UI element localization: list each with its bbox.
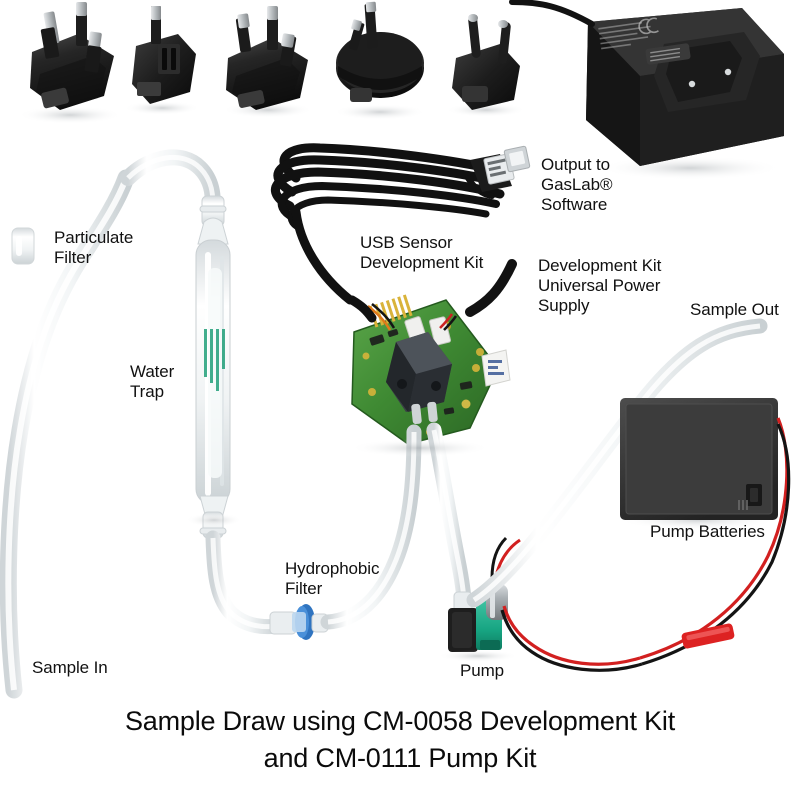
usb-sensor-cable [271,143,505,305]
label-pump-batteries: Pump Batteries [650,522,765,541]
label-output-to-gaslab-software: Output to GasLab® Software [541,155,613,214]
sample-pump [448,536,521,652]
plug-adapter-eu [446,14,526,117]
label-water-trap: Water Trap [130,362,175,401]
tubing-trap-to-hydrophobic [205,530,286,635]
pump-battery-pack [500,398,791,672]
plug-adapter-au [334,1,426,120]
plug-adapter-us [124,6,200,115]
water-trap [195,195,231,539]
label-sample-in: Sample In [32,658,108,677]
particulate-filter [11,227,35,265]
tubing-filter-to-trap [120,149,221,218]
figure-caption: Sample Draw using CM-0058 Development Ki… [124,706,676,773]
sensor-development-board [347,259,517,445]
usb-connector [470,145,531,192]
tubing-sensor-to-pump [426,422,472,612]
label-pump: Pump [460,661,505,680]
power-supply-brick [509,0,784,180]
label-particulate-filter: Particulate Filter [54,228,134,267]
tubing-hydrophobic-to-sensor [320,424,422,630]
hydrophobic-filter [269,604,329,640]
tubing-sample-in [0,169,135,699]
label-development-kit-power-supply: Development Kit Universal Power Supply [538,256,662,315]
label-usb-sensor-development-kit: USB Sensor Development Kit [360,233,484,272]
plug-adapter-uk-1 [18,2,122,124]
plug-adapter-uk-2 [223,6,313,118]
label-sample-out: Sample Out [690,300,779,319]
label-hydrophobic-filter: Hydrophobic Filter [285,559,380,598]
